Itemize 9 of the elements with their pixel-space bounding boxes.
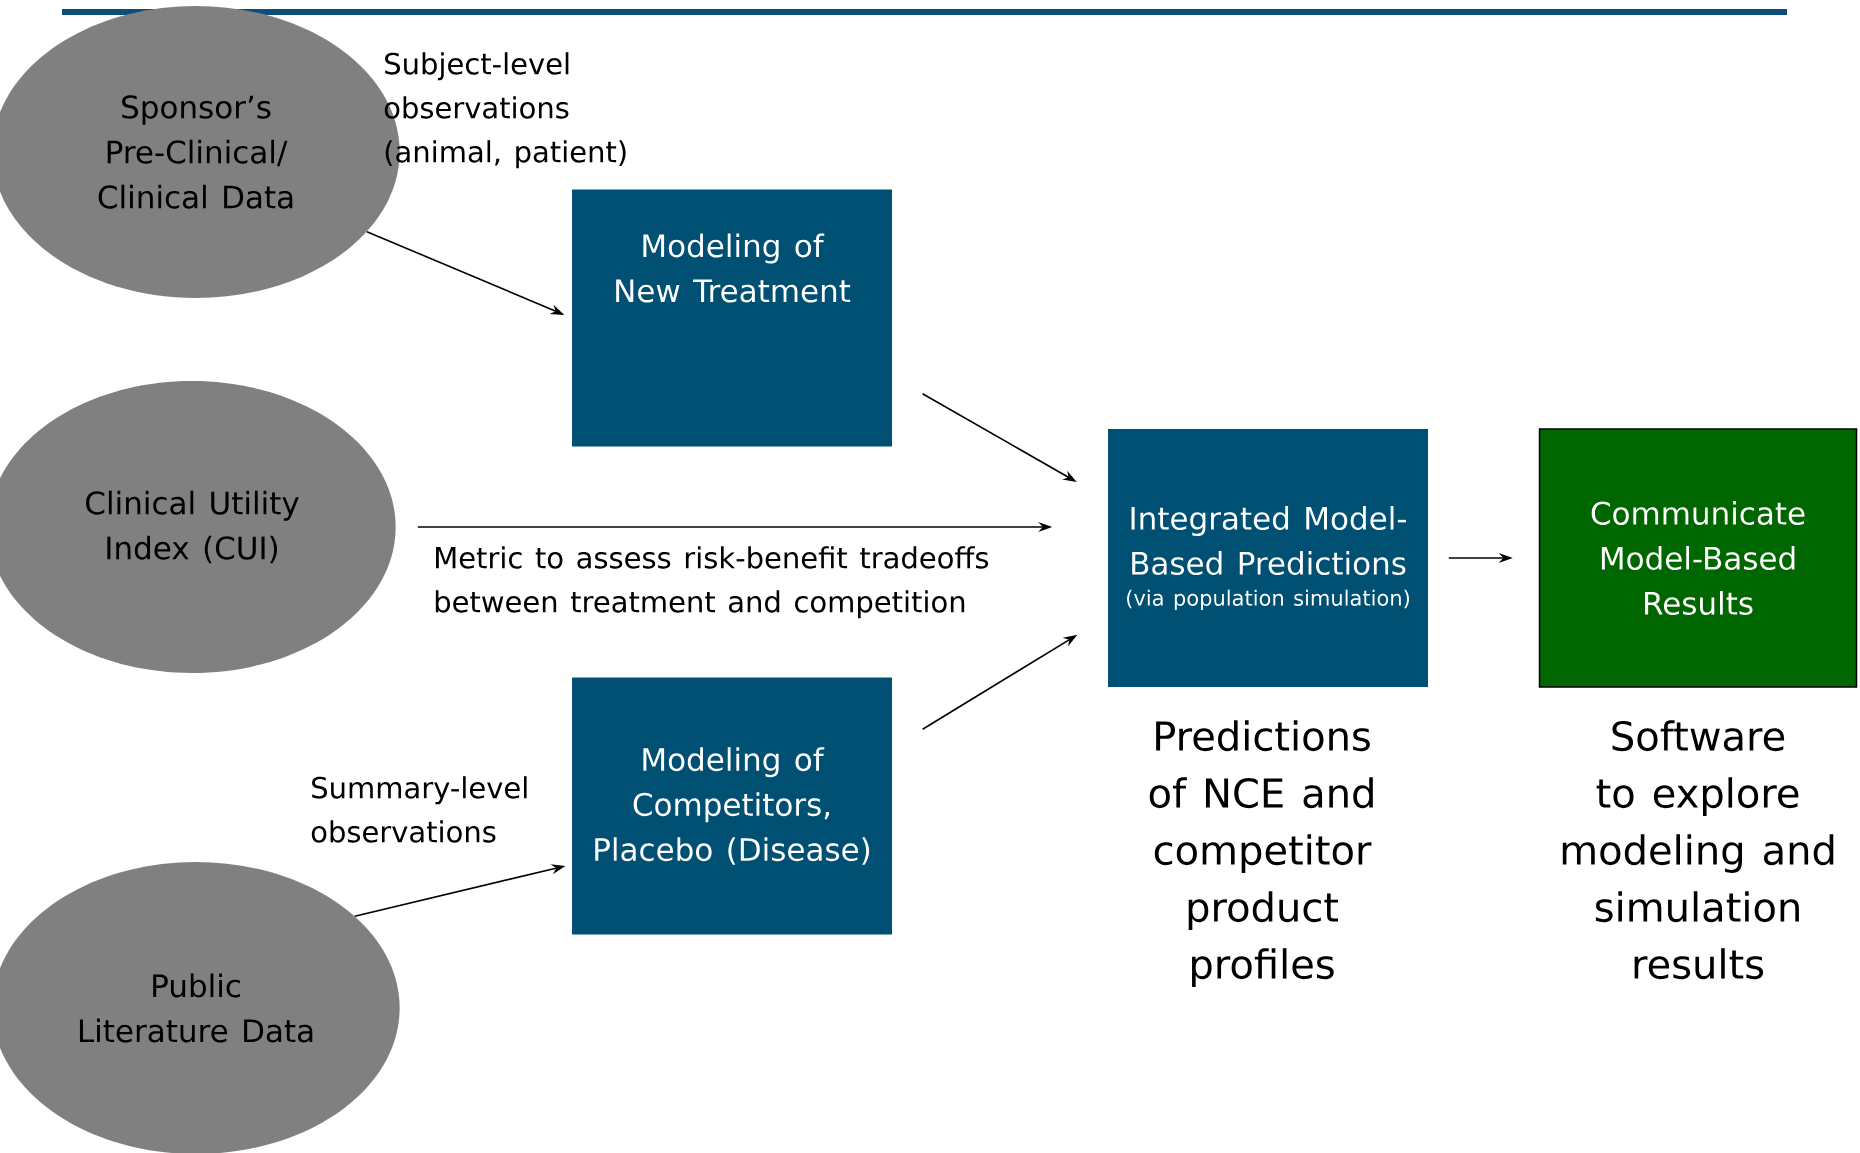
output-box: Communicate Model-Based Results	[1538, 428, 1858, 688]
caption-text: Software to explore modeling and simulation results	[1562, 720, 1834, 980]
edge-label: Summary-level observations	[311, 776, 527, 843]
edge-label: Subject-level observations (animal, patient)	[384, 52, 626, 169]
process-box: Integrated Model-Based Predictions (via population simulation)	[1108, 429, 1428, 687]
process-box: Modeling of New Treatment	[572, 189, 892, 447]
caption-text: Predictions of NCE and competitor product profiles	[1149, 720, 1373, 987]
process-box: Modeling of Competitors, Placebo (Disease)	[572, 677, 892, 935]
edge-label: Metric to assess risk-benefit tradeoffs between treatment and competition	[435, 546, 989, 619]
